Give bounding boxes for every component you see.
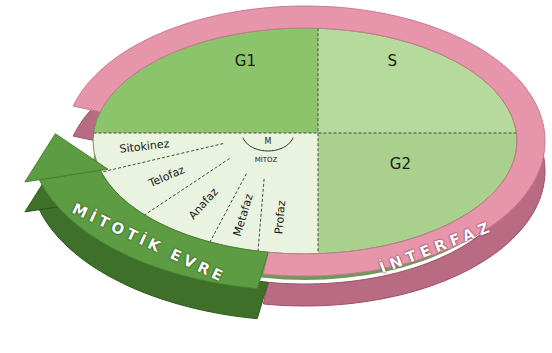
mitosis-short-label: M: [265, 138, 272, 146]
phase-sector: S: [386, 53, 398, 70]
phase-sector: G1: [233, 53, 257, 70]
node-text: G2: [388, 156, 412, 173]
node-text: S: [386, 53, 398, 70]
disc-outline: [93, 28, 517, 254]
mitosis-arc: [243, 138, 293, 151]
mitosis-label: MİTOZ: [255, 157, 278, 164]
quadrant-divider: [318, 28, 319, 254]
phase-divider: [258, 179, 264, 251]
mitotic-arrowhead: [25, 134, 108, 182]
mitosis-sector: [0, 133, 318, 353]
phase-sector: G2: [388, 156, 412, 173]
node-text: G1: [233, 53, 257, 70]
quadrant-divider: [94, 133, 517, 134]
